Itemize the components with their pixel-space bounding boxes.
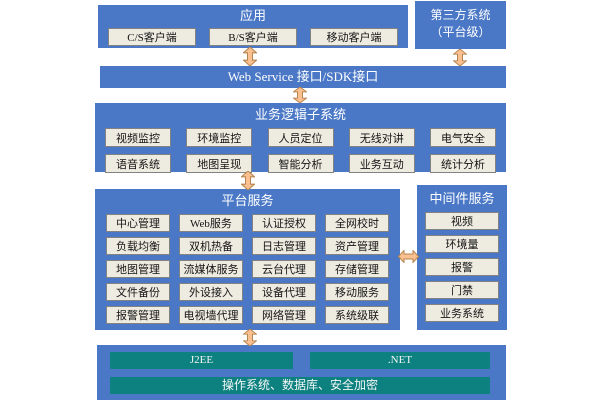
platform-services-title: 平台服务 <box>221 193 274 208</box>
platform-row-2: 负载均衡双机热备日志管理资产管理 <box>95 237 400 255</box>
platform-service-item: 流媒体服务 <box>179 260 243 278</box>
business-logic-row-2: 语音系统地图呈现智能分析业务互动统计分析 <box>95 154 506 173</box>
platform-to-runtime-arrow <box>243 329 257 346</box>
up-down-arrow-icon <box>241 171 255 190</box>
platform-service-item: 地图管理 <box>106 260 170 278</box>
platform-row-3: 地图管理流媒体服务云台代理存储管理 <box>95 260 400 278</box>
platform-service-item: 报警管理 <box>106 306 170 324</box>
subsystem-item: 无线对讲 <box>348 128 415 147</box>
up-down-arrow-icon <box>293 87 307 103</box>
up-down-arrow-icon <box>243 47 257 66</box>
subsystem-item: 环境监控 <box>186 128 253 147</box>
platform-service-item: 日志管理 <box>252 237 316 255</box>
subsystem-item: 语音系统 <box>105 154 171 173</box>
platform-service-item: 负载均衡 <box>106 237 170 255</box>
third-party-section: 第三方系统 （平台级） <box>415 1 506 49</box>
application-title: 应用 <box>239 8 266 23</box>
webservice-to-businesslogic-arrow <box>293 87 307 103</box>
platform-service-item: 云台代理 <box>252 260 316 278</box>
application-section: 应用 C/S客户端 B/S客户端移动客户端 <box>98 5 408 48</box>
left-right-arrow-icon <box>398 250 419 263</box>
platform-to-middleware-arrow <box>398 250 419 263</box>
business-logic-section: 业务逻辑子系统 视频监控环境监控人员定位无线对讲电气安全 语音系统地图呈现智能分… <box>95 103 506 173</box>
business-logic-row-1: 视频监控环境监控人员定位无线对讲电气安全 <box>95 128 506 147</box>
business-logic-title: 业务逻辑子系统 <box>254 107 346 122</box>
third-party-line1: 第三方系统 <box>430 8 491 22</box>
up-down-arrow-icon <box>243 329 257 346</box>
platform-service-item: 中心管理 <box>106 214 170 232</box>
platform-row-4: 文件备份外设接入设备代理移动服务 <box>95 283 400 301</box>
client-item: 移动客户端 <box>310 28 398 46</box>
middleware-items: 视频环境量报警门禁业务系统 <box>417 207 507 322</box>
subsystem-item: 业务互动 <box>348 154 415 173</box>
platform-service-item: 存储管理 <box>325 260 389 278</box>
platform-service-item: 系统级联 <box>325 306 389 324</box>
client-item: C/S客户端 <box>108 28 196 46</box>
subsystem-item: 智能分析 <box>267 154 334 173</box>
platform-row-5: 报警管理电视墙代理网络管理系统级联 <box>95 306 400 324</box>
client-item: B/S客户端 <box>209 28 297 46</box>
subsystem-item: 地图呈现 <box>186 154 253 173</box>
platform-service-item: 电视墙代理 <box>179 306 243 324</box>
platform-service-item: Web服务 <box>179 214 243 232</box>
third-party-line2: （平台级） <box>430 25 491 39</box>
middleware-section: 中间件服务 视频环境量报警门禁业务系统 <box>417 185 507 330</box>
up-down-arrow-icon <box>453 49 467 66</box>
middleware-item: 环境量 <box>425 235 499 253</box>
middleware-item: 门禁 <box>425 281 499 299</box>
platform-service-item: 外设接入 <box>179 283 243 301</box>
subsystem-item: 视频监控 <box>105 128 171 147</box>
platform-service-item: 设备代理 <box>252 283 316 301</box>
platform-service-item: 网络管理 <box>252 306 316 324</box>
middleware-item: 业务系统 <box>425 304 499 322</box>
platform-service-item: 资产管理 <box>325 237 389 255</box>
platform-service-item: 全网校时 <box>325 214 389 232</box>
app-to-webservice-arrow <box>243 47 257 66</box>
middleware-item: 视频 <box>425 212 499 230</box>
middleware-title: 中间件服务 <box>429 191 495 206</box>
platform-row-1: 中心管理 Web服务认证授权全网校时 <box>95 214 400 232</box>
application-clients-row: C/S客户端 B/S客户端移动客户端 <box>98 28 408 46</box>
web-service-bar: Web Service 接口/SDK接口 <box>100 66 506 88</box>
subsystem-item: 人员定位 <box>267 128 334 147</box>
dotnet-bar: .NET <box>310 352 490 369</box>
platform-service-item: 移动服务 <box>325 283 389 301</box>
platform-service-item: 认证授权 <box>252 214 316 232</box>
j2ee-bar: J2EE <box>110 352 293 369</box>
runtime-section: J2EE .NET 操作系统、数据库、安全加密 <box>97 345 506 400</box>
os-db-security-bar: 操作系统、数据库、安全加密 <box>110 377 490 394</box>
subsystem-item: 统计分析 <box>430 154 496 173</box>
platform-service-item: 双机热备 <box>179 237 243 255</box>
thirdparty-to-webservice-arrow <box>453 49 467 66</box>
subsystem-item: 电气安全 <box>430 128 496 147</box>
businesslogic-to-platform-arrow <box>241 171 255 190</box>
platform-service-item: 文件备份 <box>106 283 170 301</box>
middleware-item: 报警 <box>425 258 499 276</box>
